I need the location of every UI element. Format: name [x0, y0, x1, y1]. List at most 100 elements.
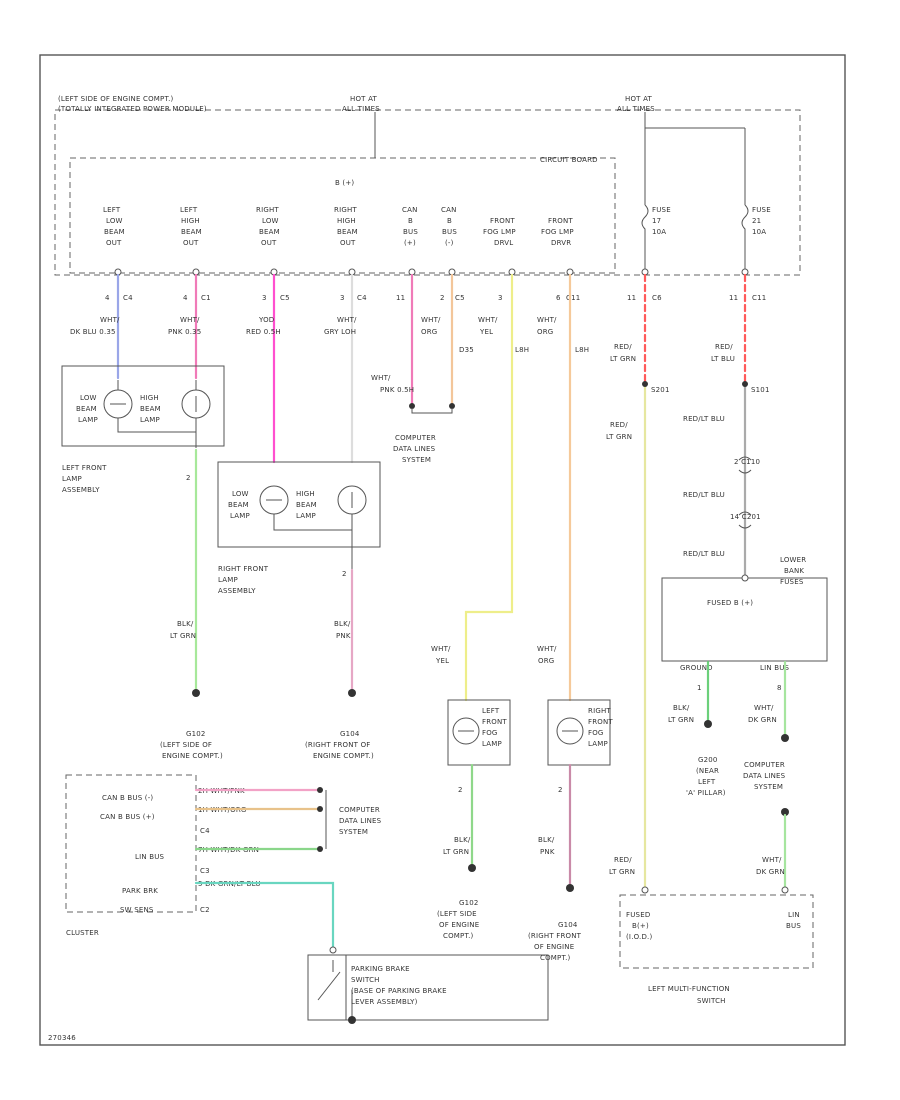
power-module-outline — [54, 109, 801, 276]
power-module: (LEFT SIDE OF ENGINE COMPT.) (TOTALLY IN… — [54, 95, 801, 276]
right-low-l2: BEAM — [228, 501, 249, 509]
ground-g104-a — [348, 689, 356, 697]
right-lamp-title-1: RIGHT FRONT — [218, 565, 269, 573]
out-7-l3: DRVL — [494, 239, 513, 247]
conn-9-pin: 11 — [627, 294, 636, 302]
out-5-l4: (+) — [404, 239, 416, 247]
out-4-l2: HIGH — [337, 217, 356, 225]
cr-wire-a: WHT/ — [762, 856, 782, 864]
lower-bank-pin — [741, 574, 749, 582]
g200-l2: LEFT — [698, 778, 716, 786]
out-3-l3: BEAM — [259, 228, 280, 236]
cluster-term-1 — [317, 787, 323, 793]
lower-bank-l2: BANK — [784, 567, 804, 575]
fr-wire-a: WHT/ — [537, 645, 557, 653]
fl-pin: 2 — [458, 786, 463, 794]
conn-2-pin: 4 — [183, 294, 188, 302]
left-lamp-title-2: LAMP — [62, 475, 82, 483]
left-front-lamp-assembly: LOW BEAM LAMP HIGH BEAM LAMP LEFT FRONT … — [61, 365, 225, 494]
ground-g104-b — [566, 884, 574, 892]
l8-label: L8H — [515, 346, 529, 354]
out-3-l4: OUT — [261, 239, 277, 247]
mf-fused2: B(+) — [632, 922, 649, 930]
cr-l3: SYSTEM — [754, 783, 783, 791]
multifunction-box — [619, 894, 814, 969]
module-pins — [114, 268, 749, 276]
right-lamp-title-2: LAMP — [218, 576, 238, 584]
cluster-row-2-label: CAN B BUS (+) — [100, 813, 155, 821]
w2-a: WHT/ — [180, 316, 200, 324]
left-lamp-title-1: LEFT FRONT — [62, 464, 107, 472]
out-6-l4: (-) — [445, 239, 454, 247]
computer-right-term — [781, 808, 789, 816]
conn-3-pin: 3 — [262, 294, 267, 302]
pk-l1: PARKING BRAKE — [351, 965, 410, 973]
gr-l2: ENGINE COMPT.) — [313, 752, 374, 760]
out-5-l3: BUS — [403, 228, 418, 236]
fuse21-l1: FUSE — [752, 206, 771, 214]
out-4-l4: OUT — [340, 239, 356, 247]
lb-wire-a-a: BLK/ — [673, 704, 690, 712]
parking-switch-box — [307, 954, 347, 1021]
computer-top-l3: SYSTEM — [402, 456, 431, 464]
w7-b: ORG — [537, 328, 553, 336]
fl-l2: FRONT — [482, 718, 507, 726]
diagram-frame — [39, 54, 846, 1046]
w5-b: ORG — [421, 328, 437, 336]
out-5-l2: B — [408, 217, 413, 225]
mf-pin-fused — [641, 886, 649, 894]
out-6-l3: BUS — [442, 228, 457, 236]
w8-b: LT GRN — [610, 355, 636, 363]
conn-6-id: C5 — [455, 294, 465, 302]
s101-label: S101 — [751, 386, 770, 394]
left-low-l2: BEAM — [76, 405, 97, 413]
left-high-l3: LAMP — [140, 416, 160, 424]
fuse17-l3: 10A — [652, 228, 666, 236]
cluster-row-5-label: C3 — [200, 867, 210, 875]
wire-cluster-park-brake — [194, 881, 335, 950]
cr-l1: COMPUTER — [744, 761, 785, 769]
ground-g200 — [704, 720, 712, 728]
conn-10-id: C11 — [752, 294, 766, 302]
circuit-board-outline — [69, 157, 616, 274]
lin-term — [781, 734, 789, 742]
w3-a: YOD — [258, 316, 274, 324]
gr-wire-b: PNK — [336, 632, 351, 640]
out-2-l1: LEFT — [180, 206, 198, 214]
pk-l3: (BASE OF PARKING BRAKE — [351, 987, 447, 995]
mf-wire-a: RED/ — [614, 856, 632, 864]
can-plus-term — [409, 403, 415, 409]
right-bulb-filaments — [266, 492, 353, 508]
gl-l2: ENGINE COMPT.) — [162, 752, 223, 760]
module-name: (TOTALLY INTEGRATED POWER MODULE) — [58, 105, 207, 113]
g200-id: G200 — [698, 756, 718, 764]
gl-wire-a: BLK/ — [177, 620, 194, 628]
top-wires — [116, 273, 747, 890]
red-lt-blu-3: RED/LT BLU — [683, 550, 725, 558]
fl-g3: COMPT.) — [443, 932, 474, 940]
red-lt-blu-2: RED/LT BLU — [683, 491, 725, 499]
w5-a: WHT/ — [421, 316, 441, 324]
left-low-l1: LOW — [80, 394, 97, 402]
fr-g2: OF ENGINE — [534, 943, 574, 951]
fl-l3: FOG — [482, 729, 498, 737]
w8-a: RED/ — [614, 343, 632, 351]
fuse17-l1: FUSE — [652, 206, 671, 214]
can-pnk-a: WHT/ — [371, 374, 391, 382]
lower-bank-l3: FUSES — [780, 578, 804, 586]
fuse21-l3: 10A — [752, 228, 766, 236]
fuse17-l2: 17 — [652, 217, 661, 225]
fl-wire-a: WHT/ — [431, 645, 451, 653]
right-lamp-box — [217, 461, 381, 548]
fuse21-symbol — [741, 204, 749, 269]
conn-8-id: C11 — [566, 294, 580, 302]
right-high-l2: BEAM — [296, 501, 317, 509]
left-lamp-title-3: ASSEMBLY — [62, 486, 100, 494]
lb-wire-b-a: WHT/ — [754, 704, 774, 712]
mf-wire-b: LT GRN — [609, 868, 635, 876]
gr-wire-a: BLK/ — [334, 620, 351, 628]
fl-gwire-b: LT GRN — [443, 848, 469, 856]
computer-top-l2: DATA LINES — [393, 445, 436, 453]
mf-fused3: (I.O.D.) — [626, 933, 652, 941]
